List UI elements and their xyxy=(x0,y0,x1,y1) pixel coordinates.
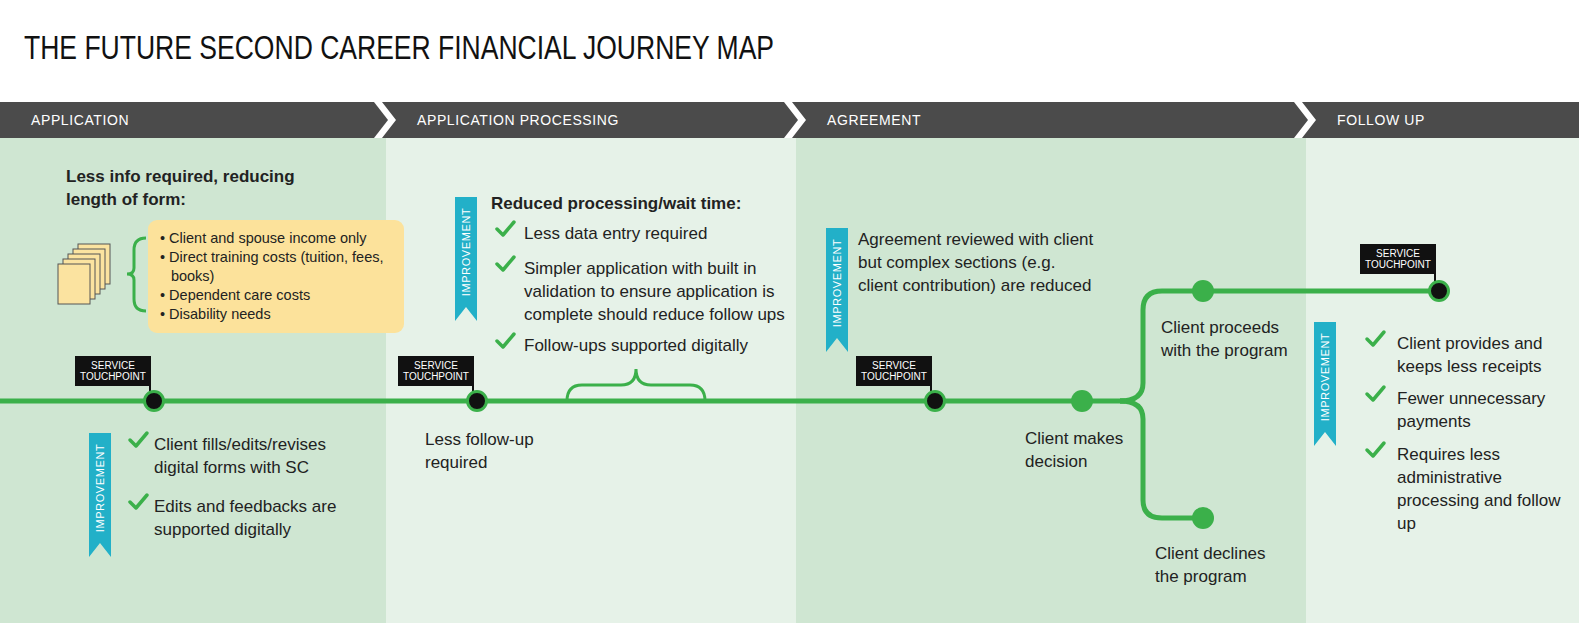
label-wrap: Client fills/edits/revises digital forms… xyxy=(154,433,364,479)
label-wrap: Less follow-up required xyxy=(425,428,565,474)
phase-ground xyxy=(796,138,1306,623)
improvement-ribbon: IMPROVEMENT xyxy=(455,197,477,321)
phase-bar xyxy=(382,102,798,138)
note-text: Less data entry required xyxy=(524,222,794,245)
note-text: Requires less administrative processing … xyxy=(1397,443,1562,535)
note-text: Simpler application with built in valida… xyxy=(524,257,806,326)
note-text: Client proceeds with the program xyxy=(1161,316,1301,362)
tag-text: SERVICE TOUCHPOINT xyxy=(403,360,469,382)
phase-name: FOLLOW UP xyxy=(1306,102,1579,138)
phase-bar xyxy=(0,102,388,138)
ribbon-text: IMPROVEMENT xyxy=(460,208,472,297)
step-dot xyxy=(1192,280,1214,302)
note-text: Follow-ups supported digitally xyxy=(524,334,794,357)
check-mark xyxy=(497,334,514,347)
label-wrap: Client provides and keeps less receipts xyxy=(1397,332,1567,378)
touchpoint-dot xyxy=(926,392,945,411)
ribbon-text: IMPROVEMENT xyxy=(1319,333,1331,422)
ribbon-fill xyxy=(455,197,477,321)
phase-bar xyxy=(1302,102,1579,138)
phase-name: APPLICATION xyxy=(0,102,386,138)
ribbon-fill xyxy=(1314,322,1336,446)
journey-branch xyxy=(1120,291,1439,401)
bullet-item: • Disability needs xyxy=(160,305,394,324)
ribbon-text: IMPROVEMENT xyxy=(94,444,106,533)
step-dot xyxy=(1192,507,1214,529)
label-wrap: Less info required, reducing length of f… xyxy=(66,165,346,211)
touchpoint-tag: SERVICE TOUCHPOINT xyxy=(75,356,151,386)
label-wrap: Client declines the program xyxy=(1155,542,1285,588)
bullet-item: • Dependent care costs xyxy=(160,286,394,305)
note-text: Client declines the program xyxy=(1155,542,1285,588)
tag-text: SERVICE TOUCHPOINT xyxy=(80,360,146,382)
phase-name: AGREEMENT xyxy=(796,102,1306,138)
tag-text: SERVICE TOUCHPOINT xyxy=(861,360,927,382)
phase-bar xyxy=(792,102,1308,138)
label-wrap: Requires less administrative processing … xyxy=(1397,443,1562,535)
label-wrap: Follow-ups supported digitally xyxy=(524,334,794,357)
ribbon-text: IMPROVEMENT xyxy=(831,239,843,328)
ribbon-fill xyxy=(826,228,848,352)
phase-band: APPLICATION xyxy=(0,102,386,138)
journey-branch xyxy=(1120,401,1203,518)
span-brace xyxy=(567,369,705,401)
touchpoint-tag: SERVICE TOUCHPOINT xyxy=(856,356,932,386)
touchpoint-dot xyxy=(468,392,487,411)
touchpoint-tag: SERVICE TOUCHPOINT xyxy=(398,356,474,386)
check-mark xyxy=(130,433,147,446)
label-wrap: Less data entry required xyxy=(524,222,794,245)
phase-name: APPLICATION PROCESSING xyxy=(386,102,796,138)
check-mark xyxy=(130,495,147,508)
page-title: THE FUTURE SECOND CAREER FINANCIAL JOURN… xyxy=(24,27,774,67)
section-heading: Less info required, reducing length of f… xyxy=(66,165,346,211)
label-wrap: Simpler application with built in valida… xyxy=(524,257,806,326)
label-wrap: Client makes decision xyxy=(1025,427,1137,473)
touchpoint-tag: SERVICE TOUCHPOINT xyxy=(1360,244,1436,274)
check-mark xyxy=(1367,443,1384,456)
label-wrap: Client proceeds with the program xyxy=(1161,316,1301,362)
info-box: • Client and spouse income only• Direct … xyxy=(148,220,404,333)
note-text: Client makes decision xyxy=(1025,427,1137,473)
improvement-ribbon: IMPROVEMENT xyxy=(1314,322,1336,446)
improvement-ribbon: IMPROVEMENT xyxy=(826,228,848,352)
phase-band: FOLLOW UP xyxy=(1306,102,1579,138)
paper-sheet xyxy=(58,264,90,304)
check-mark xyxy=(1367,387,1384,400)
title-wrap: THE FUTURE SECOND CAREER FINANCIAL JOURN… xyxy=(24,27,986,67)
label-wrap: Agreement reviewed with client but compl… xyxy=(858,228,1098,297)
label-wrap: Fewer unnecessary payments xyxy=(1397,387,1567,433)
phase-ground xyxy=(1306,138,1579,623)
phase-ground xyxy=(386,138,796,623)
ribbon-fill xyxy=(89,433,111,557)
phase-ground xyxy=(0,138,386,623)
bullet-item: • Direct training costs (tuition, fees, … xyxy=(160,248,394,286)
phase-band: AGREEMENT xyxy=(796,102,1306,138)
tag-text: SERVICE TOUCHPOINT xyxy=(1365,248,1431,270)
note-text: Less follow-up required xyxy=(425,428,565,474)
step-dot xyxy=(1071,390,1093,412)
journey-line xyxy=(0,399,1125,404)
note-text: Edits and feedbacks are supported digita… xyxy=(154,495,364,541)
label-wrap: Reduced processing/wait time: xyxy=(491,192,791,215)
improvement-ribbon: IMPROVEMENT xyxy=(89,433,111,557)
note-text: Fewer unnecessary payments xyxy=(1397,387,1567,433)
check-mark xyxy=(497,257,514,270)
bullet-item: • Client and spouse income only xyxy=(160,229,394,248)
note-text: Agreement reviewed with client but compl… xyxy=(858,228,1098,297)
note-text: Client fills/edits/revises digital forms… xyxy=(154,433,364,479)
note-text: Client provides and keeps less receipts xyxy=(1397,332,1567,378)
check-mark xyxy=(1367,332,1384,345)
phase-band: APPLICATION PROCESSING xyxy=(386,102,796,138)
section-heading: Reduced processing/wait time: xyxy=(491,192,791,215)
check-mark xyxy=(497,222,514,235)
touchpoint-dot xyxy=(1430,282,1449,301)
list-bracket xyxy=(127,238,146,311)
touchpoint-dot xyxy=(145,392,164,411)
label-wrap: Edits and feedbacks are supported digita… xyxy=(154,495,364,541)
